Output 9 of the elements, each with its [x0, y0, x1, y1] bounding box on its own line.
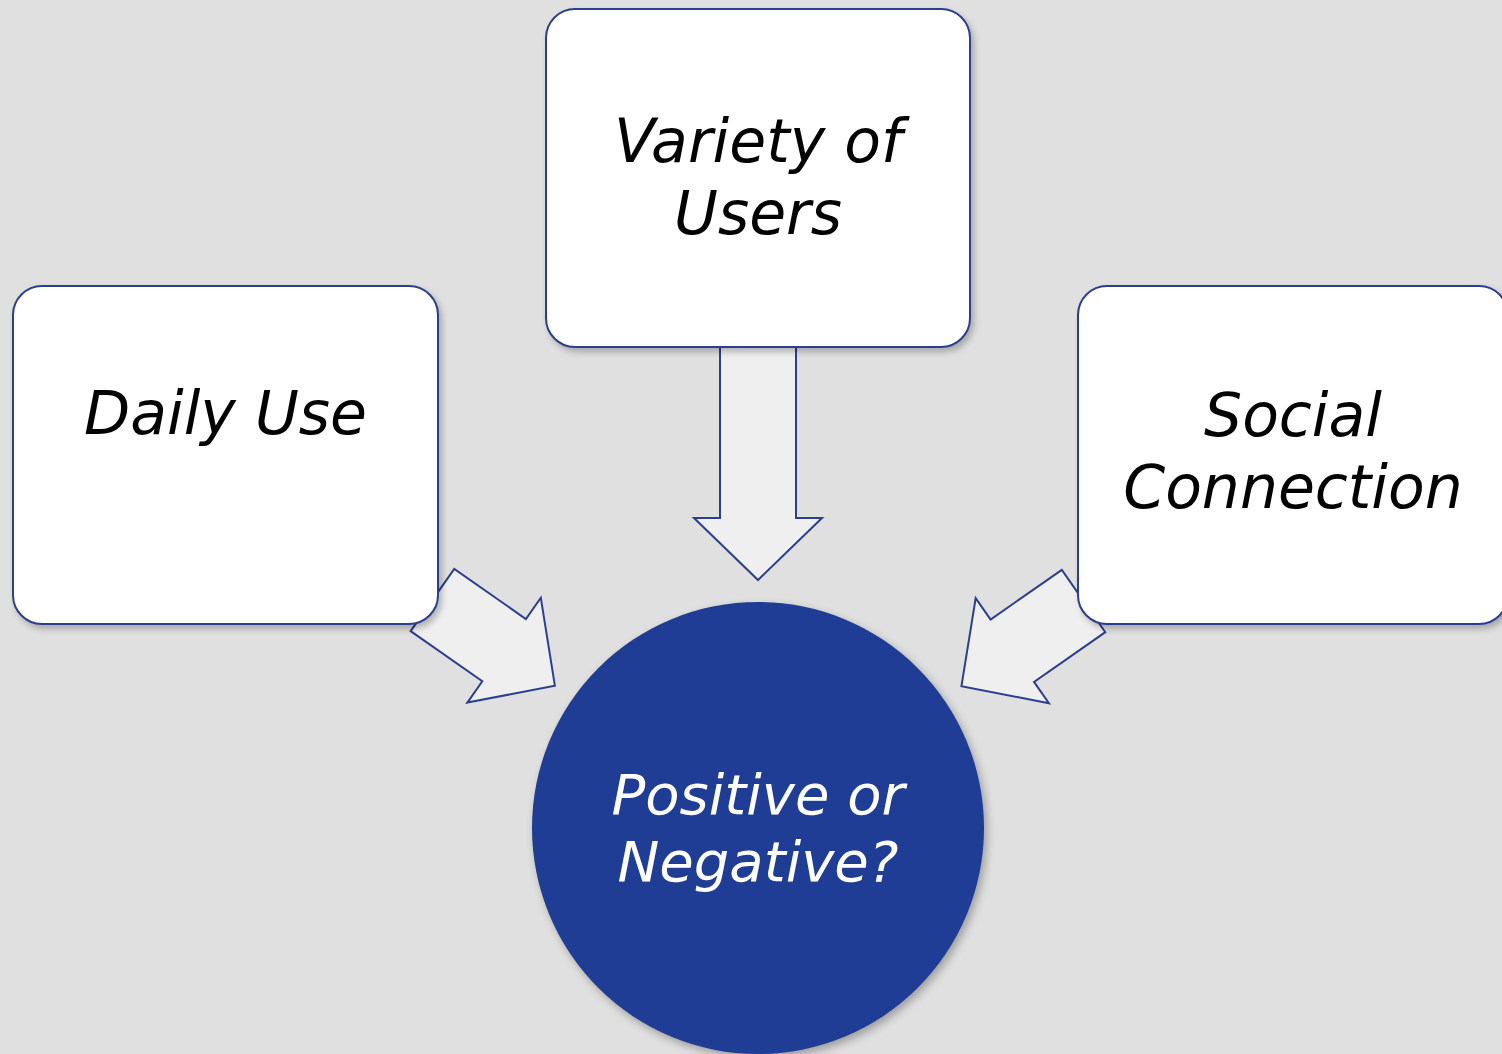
topic-box — [12, 285, 439, 625]
topic-label: Variety of Users — [578, 105, 938, 249]
topic-label: Social Connection — [1122, 379, 1464, 523]
topic-label: Daily Use — [84, 377, 367, 449]
topic-box — [545, 8, 971, 348]
block-arrow — [960, 568, 1107, 705]
block-arrow — [409, 567, 557, 704]
question-text: Positive or Negative? — [598, 760, 918, 896]
topic-box — [1077, 285, 1502, 625]
